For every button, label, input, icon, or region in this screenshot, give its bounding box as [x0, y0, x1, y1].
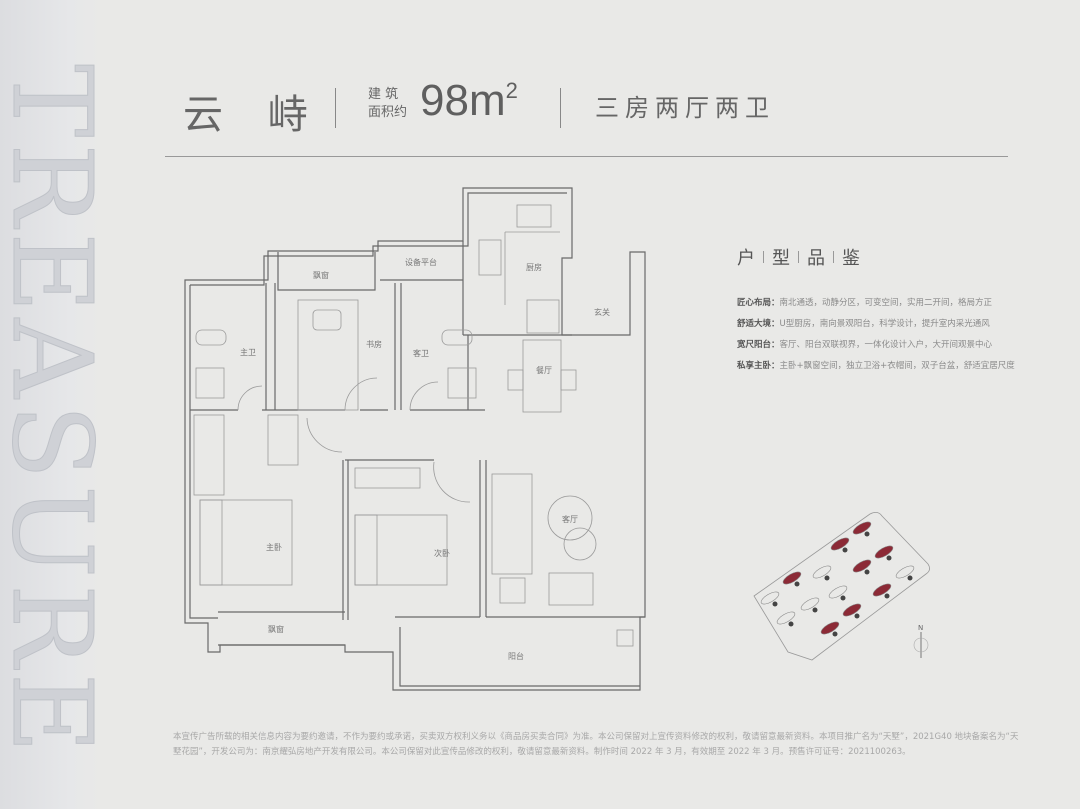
title-separator [798, 251, 799, 263]
room-label-bay-window-bottom: 飘窗 [268, 625, 284, 634]
building-number-dot [794, 581, 800, 587]
fixtures-and-doors [193, 204, 634, 647]
feature-label: 私享主卧： [737, 361, 780, 371]
room-label-second-bedroom: 次卧 [434, 549, 450, 558]
feature-item: 私享主卧：主卧+飘窗空间，独立卫浴+衣帽间，双子台盆，舒适宜居尺度 [737, 359, 1015, 371]
compass-icon: N [913, 624, 929, 658]
feature-text: U型厨房，南向景观阳台，科学设计，提升室内采光通风 [779, 319, 990, 329]
building-marker [760, 591, 780, 605]
building-marker [828, 585, 848, 599]
building-number-dot [864, 531, 870, 537]
area-label: 建 筑 面积约 [368, 86, 407, 122]
room-label-master-bath: 主卫 [240, 348, 256, 357]
site-plan: N [753, 512, 930, 661]
room-label-foyer: 玄关 [594, 308, 610, 317]
building-number-dot [772, 601, 778, 607]
building-number-dot [840, 595, 846, 601]
room-label-bay-window-top: 飘窗 [313, 271, 329, 280]
building-marker [812, 565, 832, 579]
building-marker [852, 559, 872, 573]
room-label-balcony: 阳台 [508, 652, 524, 661]
feature-item: 匠心布局：南北通透，动静分区，可变空间，实用二开间，格局方正 [737, 296, 992, 308]
panel-title: 户 型 品 鉴 [737, 244, 860, 270]
layout-type: 三房两厅两卫 [595, 94, 775, 122]
building-marker [852, 521, 872, 535]
site-boundary [753, 512, 930, 661]
building-number-dot [788, 621, 794, 627]
building-number-dot [884, 593, 890, 599]
room-label-master-bedroom: 主卧 [266, 543, 282, 552]
building-marker [830, 537, 850, 551]
panel-title-char: 品 [807, 248, 825, 269]
side-strip [0, 0, 100, 809]
building-marker [782, 571, 802, 585]
panel-title-char: 型 [772, 248, 790, 269]
disclaimer-line-1: 本宣传广告所载的相关信息内容为要约邀请，不作为要约或承诺，买卖双方权利义务以《商… [173, 732, 1019, 742]
room-label-equipment-platform: 设备平台 [405, 258, 437, 267]
building-marker [895, 565, 915, 579]
feature-item: 舒适大境：U型厨房，南向景观阳台，科学设计，提升室内采光通风 [737, 317, 990, 329]
building-marker [874, 545, 894, 559]
building-number-dot [832, 631, 838, 637]
area-value: 98m2 [420, 76, 518, 126]
panel-title-char: 户 [737, 248, 755, 269]
area-sup: 2 [505, 78, 518, 103]
disclaimer-line-2: 墅花园”，开发公司为：南京耀弘房地产开发有限公司。本公司保留对此宣传品修改的权利… [173, 747, 911, 757]
feature-label: 舒适大境： [737, 319, 780, 329]
feature-label: 宽尺阳台： [737, 340, 780, 350]
building-number-dot [886, 555, 892, 561]
buildings [760, 521, 915, 637]
building-marker [800, 597, 820, 611]
walls [184, 187, 646, 691]
building-marker [872, 583, 892, 597]
feature-text: 南北通透，动静分区，可变空间，实用二开间，格局方正 [779, 298, 993, 308]
building-number-dot [824, 575, 830, 581]
building-marker [842, 603, 862, 617]
room-label-guest-bath: 客卫 [413, 349, 429, 358]
area-number: 98m [420, 76, 506, 125]
title-separator [763, 251, 764, 263]
divider [335, 88, 336, 128]
building-marker [820, 621, 840, 635]
building-number-dot [907, 575, 913, 581]
room-label-dining: 餐厅 [536, 366, 552, 375]
building-marker [776, 611, 796, 625]
area-label-line1: 建 筑 [368, 87, 399, 102]
building-number-dot [864, 569, 870, 575]
feature-item: 宽尺阳台：客厅、阳台双联视界，一体化设计入户，大开间观景中心 [737, 338, 992, 350]
divider [560, 88, 561, 128]
panel-title-char: 鉴 [842, 248, 860, 269]
room-label-kitchen: 厨房 [526, 263, 542, 272]
area-label-line2: 面积约 [368, 105, 408, 120]
feature-text: 主卧+飘窗空间，独立卫浴+衣帽间，双子台盆，舒适宜居尺度 [779, 361, 1015, 371]
building-number-dot [854, 613, 860, 619]
compass-label: N [918, 624, 923, 632]
room-label-study: 书房 [366, 340, 382, 349]
header-rule [165, 156, 1008, 157]
building-number-dot [812, 607, 818, 613]
room-label-living: 客厅 [562, 515, 578, 524]
project-name: 云 峙 [183, 92, 324, 138]
feature-text: 客厅、阳台双联视界，一体化设计入户，大开间观景中心 [779, 340, 993, 350]
building-number-dot [842, 547, 848, 553]
title-separator [833, 251, 834, 263]
feature-label: 匠心布局： [737, 298, 780, 308]
